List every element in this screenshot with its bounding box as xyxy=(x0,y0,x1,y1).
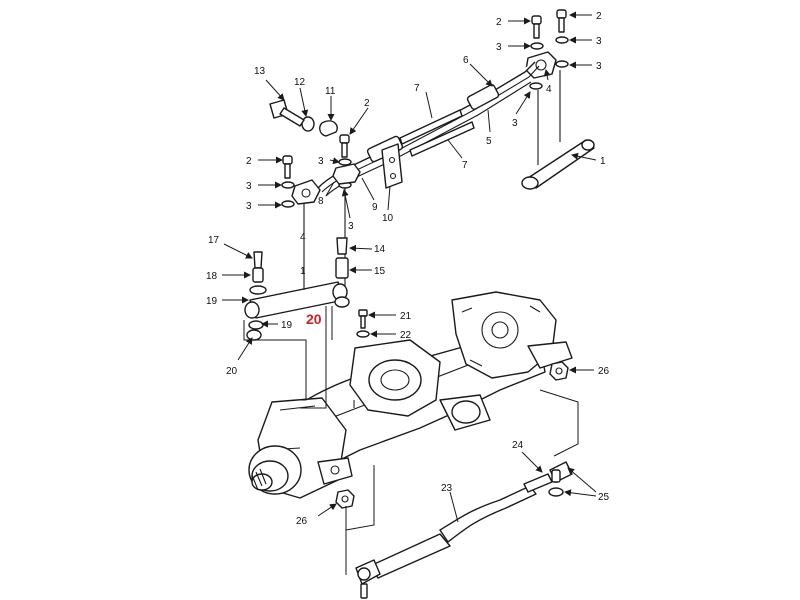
callout-labels: 2 3 2 3 3 6 4 3 1 7 7 5 13 12 11 2 3 2 3… xyxy=(206,11,610,527)
callout-2: 2 xyxy=(596,11,602,22)
callout-20-highlighted: 20 xyxy=(306,311,322,327)
callout-3: 3 xyxy=(348,221,354,232)
callout-9: 9 xyxy=(372,202,378,213)
callout-17: 17 xyxy=(208,235,220,246)
banjo-bolt xyxy=(531,15,542,39)
mounting-bracket xyxy=(381,143,403,189)
hydraulic-pipes xyxy=(317,61,540,197)
washer xyxy=(555,36,569,44)
callout-3: 3 xyxy=(596,36,602,47)
callout-12: 12 xyxy=(294,77,306,88)
phantom-lines xyxy=(243,306,579,575)
callout-3: 3 xyxy=(512,118,518,129)
callout-1: 1 xyxy=(600,156,606,167)
leader-arrows xyxy=(222,11,597,523)
union-fitting xyxy=(291,179,321,205)
washer xyxy=(281,200,295,208)
callout-4: 4 xyxy=(546,84,552,95)
callout-10: 10 xyxy=(382,213,394,224)
callout-2: 2 xyxy=(364,98,370,109)
callout-23: 23 xyxy=(441,483,453,494)
callout-13: 13 xyxy=(254,66,266,77)
lock-nut xyxy=(335,489,355,509)
callout-3: 3 xyxy=(596,61,602,72)
upper-right-fittings xyxy=(521,9,595,190)
callout-3: 3 xyxy=(246,181,252,192)
callout-7: 7 xyxy=(414,83,420,94)
washer xyxy=(338,158,352,166)
callout-11: 11 xyxy=(325,86,336,97)
axle-housing xyxy=(248,291,573,499)
fixing-bolt xyxy=(356,309,370,338)
tie-rod-assembly xyxy=(355,461,573,599)
callout-24: 24 xyxy=(512,440,524,451)
banjo-bolt xyxy=(339,134,350,158)
banjo-bolt xyxy=(282,155,293,179)
callout-21: 21 xyxy=(400,311,412,322)
callout-7: 7 xyxy=(462,160,468,171)
callout-20: 20 xyxy=(226,366,238,377)
callout-2: 2 xyxy=(246,156,252,167)
washer xyxy=(555,60,569,68)
callout-8: 8 xyxy=(318,196,324,207)
callout-19: 19 xyxy=(281,320,293,331)
callout-6: 6 xyxy=(463,55,469,66)
callout-3: 3 xyxy=(496,42,502,53)
hex-bolt xyxy=(269,99,305,127)
callout-5: 5 xyxy=(486,136,492,147)
callout-22: 22 xyxy=(400,330,412,341)
lock-nut xyxy=(549,361,569,381)
callout-4: 4 xyxy=(300,232,306,243)
callout-3: 3 xyxy=(246,201,252,212)
callout-15: 15 xyxy=(374,266,386,277)
pipe-clip xyxy=(319,120,338,137)
banjo-bolt xyxy=(556,9,567,33)
steering-cylinder-right xyxy=(521,70,595,190)
callout-14: 14 xyxy=(374,244,386,255)
middle-left-fittings xyxy=(269,99,403,290)
callout-26: 26 xyxy=(598,366,610,377)
callout-18: 18 xyxy=(206,271,218,282)
callout-3: 3 xyxy=(318,156,324,167)
callout-26: 26 xyxy=(296,516,308,527)
steering-cylinder-left xyxy=(244,237,350,341)
callout-1: 1 xyxy=(300,266,306,277)
washer xyxy=(529,82,543,90)
fitting-block xyxy=(332,163,361,185)
callout-25: 25 xyxy=(598,492,610,503)
callout-2: 2 xyxy=(496,17,502,28)
washer xyxy=(530,42,544,50)
washer xyxy=(281,181,295,189)
callout-19: 19 xyxy=(206,296,218,307)
